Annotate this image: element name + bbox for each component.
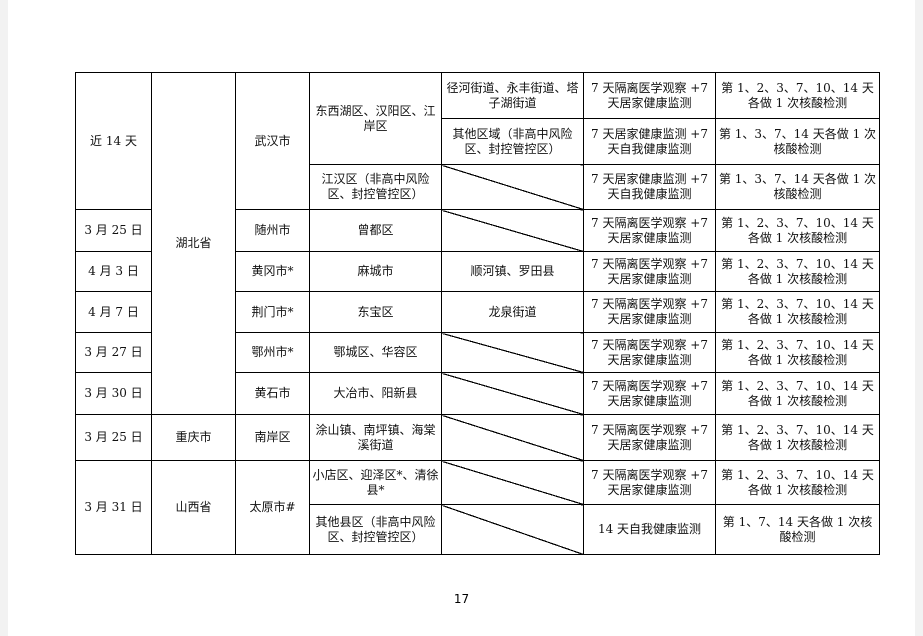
city-cell: 随州市 xyxy=(235,209,310,252)
table-row: 其他县区（非高中风险区、封控管控区） 14 天自我健康监测 第 1、7、14 天… xyxy=(76,504,880,555)
date-cell: 近 14 天 xyxy=(75,72,152,210)
empty-diagonal-cell xyxy=(441,414,584,461)
measure-cell: 7 天居家健康监测 +7 天自我健康监测 xyxy=(583,118,716,165)
empty-diagonal-cell xyxy=(441,504,584,555)
test-cell: 第 1、2、3、7、10、14 天各做 1 次核酸检测 xyxy=(715,291,880,333)
city-cell: 黄石市 xyxy=(235,372,310,415)
date-cell: 3 月 31 日 xyxy=(75,460,152,555)
district-cell: 小店区、迎泽区*、清徐县* xyxy=(309,460,442,505)
city-cell: 太原市# xyxy=(235,460,310,555)
date-cell: 3 月 27 日 xyxy=(75,332,152,373)
table-row: 4 月 3 日 黄冈市* 麻城市 顺河镇、罗田县 7 天隔离医学观察 +7 天居… xyxy=(75,251,880,292)
town-cell: 径河街道、永丰街道、塔子湖街道 xyxy=(441,72,584,119)
empty-diagonal-cell xyxy=(441,209,584,252)
measure-cell: 7 天隔离医学观察 +7 天居家健康监测 xyxy=(583,332,716,373)
date-cell: 3 月 30 日 xyxy=(75,372,152,415)
test-cell: 第 1、2、3、7、10、14 天各做 1 次核酸检测 xyxy=(715,251,880,292)
test-cell: 第 1、2、3、7、10、14 天各做 1 次核酸检测 xyxy=(715,332,880,373)
test-cell: 第 1、3、7、14 天各做 1 次核酸检测 xyxy=(715,118,880,165)
table-row: 3 月 30 日 黄石市 大冶市、阳新县 7 天隔离医学观察 +7 天居家健康监… xyxy=(75,372,880,415)
district-cell: 大冶市、阳新县 xyxy=(309,372,442,415)
town-cell: 顺河镇、罗田县 xyxy=(441,251,584,292)
district-cell: 涂山镇、南坪镇、海棠溪街道 xyxy=(309,414,442,461)
table-row: 4 月 7 日 荆门市* 东宝区 龙泉街道 7 天隔离医学观察 +7 天居家健康… xyxy=(75,291,880,333)
table-row: 其他区域（非高中风险区、封控管控区） 7 天居家健康监测 +7 天自我健康监测 … xyxy=(76,118,880,165)
date-cell: 4 月 3 日 xyxy=(75,251,152,292)
district-cell: 东宝区 xyxy=(309,291,442,333)
district-cell: 曾都区 xyxy=(309,209,442,252)
province-cell: 湖北省 xyxy=(151,72,236,415)
town-cell: 其他区域（非高中风险区、封控管控区） xyxy=(441,118,584,165)
test-cell: 第 1、3、7、14 天各做 1 次核酸检测 xyxy=(715,164,880,210)
province-cell: 重庆市 xyxy=(151,414,236,461)
empty-diagonal-cell xyxy=(441,164,584,210)
city-cell: 黄冈市* xyxy=(235,251,310,292)
district-cell: 江汉区（非高中风险区、封控管控区） xyxy=(309,164,442,210)
measure-cell: 7 天隔离医学观察 +7 天居家健康监测 xyxy=(583,251,716,292)
empty-diagonal-cell xyxy=(441,332,584,373)
measure-cell: 7 天隔离医学观察 +7 天居家健康监测 xyxy=(583,72,716,119)
measure-cell: 7 天隔离医学观察 +7 天居家健康监测 xyxy=(583,414,716,461)
district-cell: 东西湖区、汉阳区、江岸区 xyxy=(309,72,442,165)
city-cell: 鄂州市* xyxy=(235,332,310,373)
empty-diagonal-cell xyxy=(441,372,584,415)
city-cell: 荆门市* xyxy=(235,291,310,333)
table-row: 近 14 天 湖北省 武汉市 东西湖区、汉阳区、江岸区 径河街道、永丰街道、塔子… xyxy=(75,72,880,415)
table-row: 3 月 25 日 重庆市 南岸区 涂山镇、南坪镇、海棠溪街道 7 天隔离医学观察… xyxy=(75,414,880,461)
district-cell: 鄂城区、华容区 xyxy=(309,332,442,373)
measure-cell: 7 天隔离医学观察 +7 天居家健康监测 xyxy=(583,372,716,415)
table-row: 3 月 27 日 鄂州市* 鄂城区、华容区 7 天隔离医学观察 +7 天居家健康… xyxy=(75,332,880,373)
measure-cell: 7 天居家健康监测 +7 天自我健康监测 xyxy=(583,164,716,210)
empty-diagonal-cell xyxy=(441,460,584,505)
district-cell: 麻城市 xyxy=(309,251,442,292)
measure-cell: 7 天隔离医学观察 +7 天居家健康监测 xyxy=(583,209,716,252)
test-cell: 第 1、2、3、7、10、14 天各做 1 次核酸检测 xyxy=(715,372,880,415)
test-cell: 第 1、2、3、7、10、14 天各做 1 次核酸检测 xyxy=(715,209,880,252)
province-cell: 山西省 xyxy=(151,460,236,555)
date-cell: 3 月 25 日 xyxy=(75,414,152,461)
test-cell: 第 1、2、3、7、10、14 天各做 1 次核酸检测 xyxy=(715,460,880,505)
district-cell: 其他县区（非高中风险区、封控管控区） xyxy=(309,504,442,555)
city-cell: 南岸区 xyxy=(235,414,310,461)
measure-cell: 7 天隔离医学观察 +7 天居家健康监测 xyxy=(583,460,716,505)
measure-cell: 14 天自我健康监测 xyxy=(583,504,716,555)
city-cell: 武汉市 xyxy=(235,72,310,210)
table-row: 3 月 31 日 山西省 太原市# 小店区、迎泽区*、清徐县* 7 天隔离医学观… xyxy=(75,460,880,555)
measure-cell: 7 天隔离医学观察 +7 天居家健康监测 xyxy=(583,291,716,333)
town-cell: 龙泉街道 xyxy=(441,291,584,333)
test-cell: 第 1、7、14 天各做 1 次核酸检测 xyxy=(715,504,880,555)
document-page: 近 14 天 湖北省 武汉市 东西湖区、汉阳区、江岸区 径河街道、永丰街道、塔子… xyxy=(8,0,915,636)
date-cell: 4 月 7 日 xyxy=(75,291,152,333)
test-cell: 第 1、2、3、7、10、14 天各做 1 次核酸检测 xyxy=(715,414,880,461)
date-cell: 3 月 25 日 xyxy=(75,209,152,252)
test-cell: 第 1、2、3、7、10、14 天各做 1 次核酸检测 xyxy=(715,72,880,119)
risk-area-table: 近 14 天 湖北省 武汉市 东西湖区、汉阳区、江岸区 径河街道、永丰街道、塔子… xyxy=(75,72,880,555)
page-number: 17 xyxy=(453,592,470,606)
